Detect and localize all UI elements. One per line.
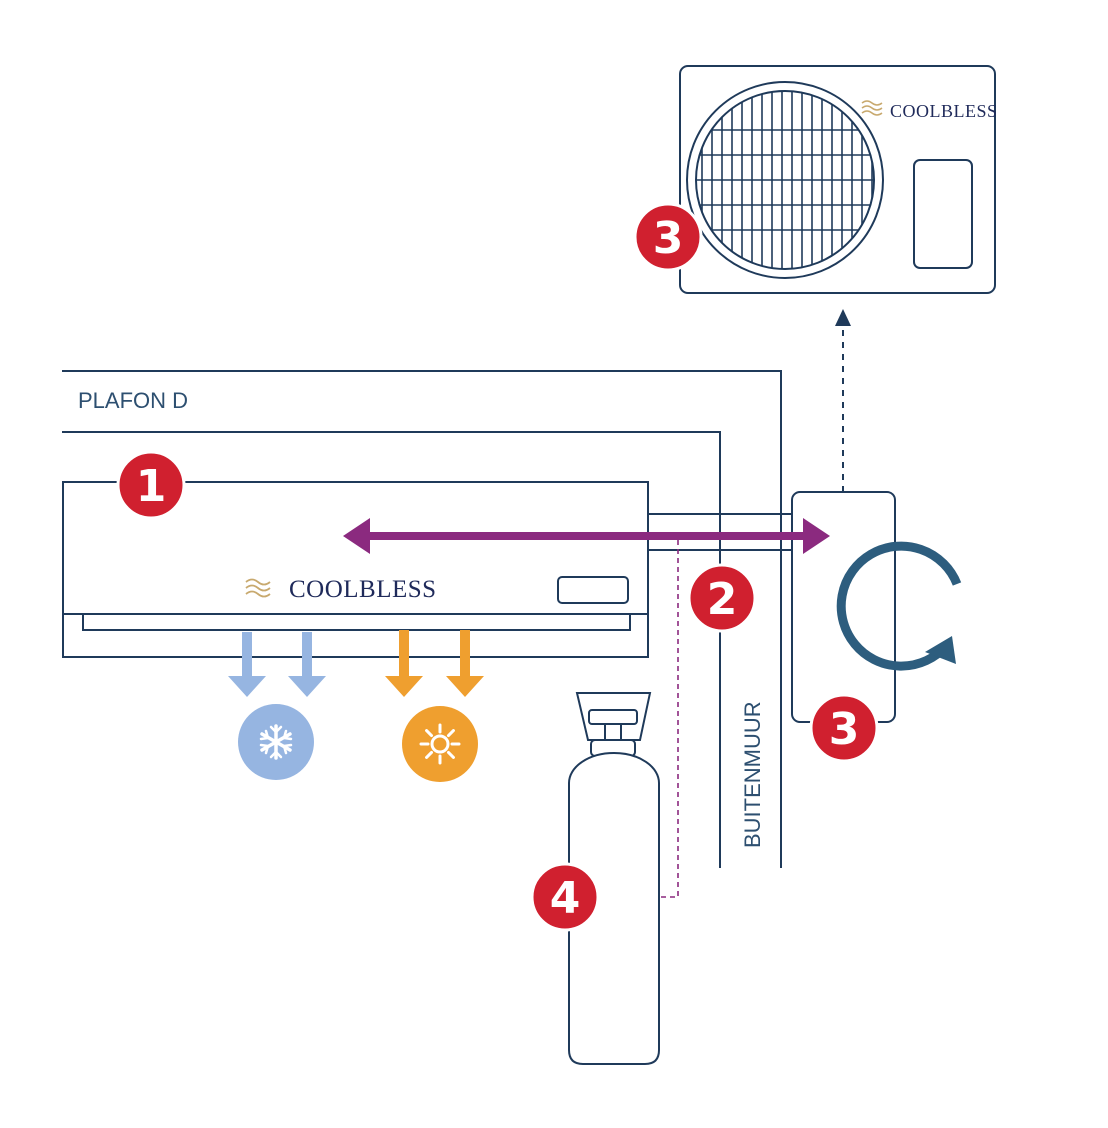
ceiling-label: PLAFON D [78,388,188,413]
cycle-arrow-icon [836,541,962,671]
wave-logo-icon [245,578,271,598]
svg-text:4: 4 [550,873,581,924]
snowflake-icon [238,704,314,780]
indoor-brand-label: COOLBLESS [289,576,437,603]
outer-wall-label: BUITENMUUR [740,701,765,848]
indoor-display [557,576,629,604]
sun-ray [446,729,455,738]
fan-grille-icon [686,81,884,279]
heating-airflow [385,630,484,697]
ceiling-line-outer [62,370,782,868]
svg-text:3: 3 [829,704,860,755]
svg-text:2: 2 [707,574,738,625]
badge-3-outdoor: 3 [633,202,703,272]
badge-2: 2 [687,563,757,633]
ceiling-line-inner [62,431,721,868]
wave-logo-icon [861,100,883,116]
sun-icon [402,706,478,782]
svg-text:3: 3 [653,213,684,264]
sun-ray [446,750,455,759]
badge-4: 4 [530,862,600,932]
gas-cylinder-icon [568,692,660,1065]
refrigerant-pipes [648,513,792,551]
dashed-arrow-up [835,309,851,492]
svg-text:1: 1 [136,461,167,512]
cooling-airflow [228,632,326,697]
outdoor-panel [913,159,973,269]
refrigerant-flow-arrow [343,518,830,554]
refrigerant-dashed-line [598,540,679,898]
badge-1: 1 [116,450,186,520]
outdoor-unit: COOLBLESS [679,65,998,294]
indoor-unit: COOLBLESS [62,481,649,658]
building-outline [62,370,782,868]
badge-3-compressor: 3 [809,693,879,763]
outdoor-brand-label: COOLBLESS [890,101,998,121]
sun-ray [425,750,434,759]
sun-ray [425,729,434,738]
